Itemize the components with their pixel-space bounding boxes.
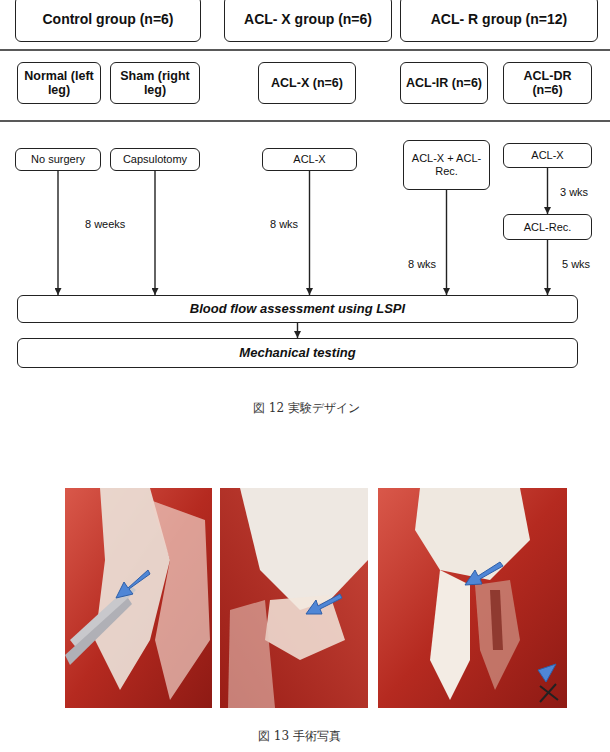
box-text: ACL- X group (n=6) <box>244 11 372 27</box>
box-text: ACL-IR (n=6) <box>406 76 482 90</box>
arrow-connector <box>446 190 447 295</box>
divider-line <box>0 120 610 122</box>
arrow-connector <box>57 171 58 295</box>
box-text: ACL-Rec. <box>524 221 572 234</box>
duration-label: 5 wks <box>562 258 590 270</box>
duration-label: 3 wks <box>560 186 588 198</box>
caption-text: 図 13 手術写真 <box>258 728 341 745</box>
duration-label: 8 wks <box>270 218 298 230</box>
surgery-photo <box>65 488 212 708</box>
duration-label: 8 wks <box>408 258 436 270</box>
box-text: ACL-X (n=6) <box>271 76 343 90</box>
subgroup-box: ACL-IR (n=6) <box>400 62 488 104</box>
arrow-connector <box>297 323 298 338</box>
arrow-connector <box>154 171 155 295</box>
subgroup-box: Sham (right leg) <box>110 62 200 104</box>
arrow-connector <box>309 171 310 295</box>
duration-label: 8 weeks <box>85 218 125 230</box>
box-text: ACL-X <box>531 149 563 162</box>
procedure-box: No surgery <box>15 148 101 171</box>
procedure-box: ACL-Rec. <box>503 214 592 240</box>
group-box: ACL- X group (n=6) <box>224 0 392 42</box>
group-box: ACL- R group (n=12) <box>400 0 598 42</box>
surgery-photo <box>378 488 567 708</box>
subgroup-box: ACL-X (n=6) <box>258 62 356 104</box>
box-text: ACL-X <box>293 153 325 166</box>
box-text: No surgery <box>31 153 85 166</box>
box-text: Normal (left leg) <box>21 69 97 98</box>
box-text: Mechanical testing <box>239 346 355 361</box>
assessment-box: Blood flow assessment using LSPI <box>17 295 578 323</box>
divider-line <box>0 49 610 51</box>
subgroup-box: Normal (left leg) <box>17 62 101 104</box>
testing-box: Mechanical testing <box>17 338 578 368</box>
box-text: Control group (n=6) <box>42 11 173 27</box>
box-text: Blood flow assessment using LSPI <box>190 302 405 317</box>
procedure-box: ACL-X <box>262 148 357 171</box>
subgroup-box: ACL-DR (n=6) <box>503 62 592 104</box>
group-box: Control group (n=6) <box>15 0 201 42</box>
figure-caption: 図 12 実験デザイン <box>253 400 360 417</box>
procedure-box: ACL-X + ACL-Rec. <box>403 140 490 190</box>
box-text: ACL-X + ACL-Rec. <box>407 152 486 177</box>
box-text: Capsulotomy <box>123 153 187 166</box>
procedure-box: ACL-X <box>503 143 592 168</box>
procedure-box: Capsulotomy <box>110 148 200 171</box>
box-text: Sham (right leg) <box>114 69 196 98</box>
arrow-connector <box>547 168 548 214</box>
box-text: ACL- R group (n=12) <box>431 11 568 27</box>
surgery-photo <box>220 488 368 708</box>
box-text: ACL-DR (n=6) <box>507 69 588 98</box>
arrow-connector <box>547 240 548 295</box>
